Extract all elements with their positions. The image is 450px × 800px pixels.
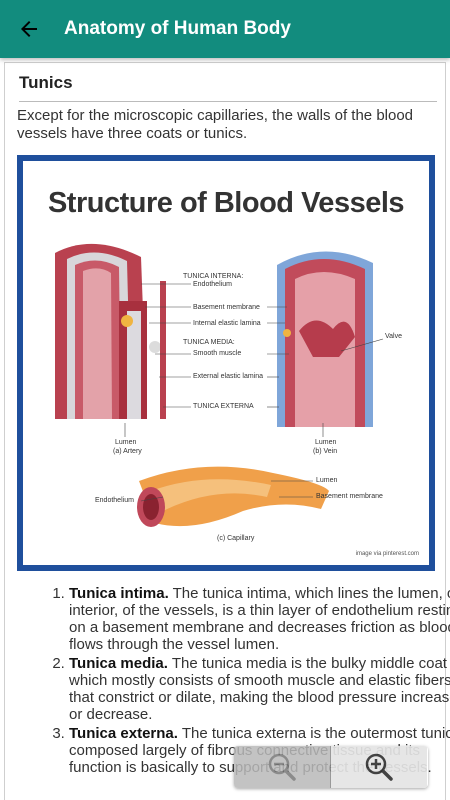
artery-drawing — [55, 243, 166, 419]
label-tunica-externa: TUNICA EXTERNA — [193, 403, 254, 410]
list-item-term: Tunica intima. — [69, 585, 169, 602]
label-smooth-muscle: Smooth muscle — [193, 350, 242, 357]
blood-vessels-figure: Structure of Blood Vessels — [17, 155, 435, 571]
capillary-drawing — [137, 466, 329, 527]
blood-vessel-illustration — [55, 243, 384, 527]
arrow-left-icon — [21, 21, 37, 37]
list-item-text: The tunica intima, which lines the lumen… — [69, 585, 450, 653]
list-item-term: Tunica externa. — [69, 725, 178, 742]
content-scroll[interactable]: Tunics Except for the microscopic capill… — [0, 58, 450, 800]
page-title: Anatomy of Human Body — [64, 18, 291, 39]
list-item-text: The tunica media is the bulky middle coa… — [69, 655, 450, 723]
figure-title: Structure of Blood Vessels — [47, 187, 405, 219]
zoom-controls — [234, 746, 428, 788]
intro-paragraph: Except for the microscopic capillaries, … — [17, 107, 414, 142]
label-endothelium: Endothelium — [193, 281, 232, 288]
list-item: Tunica intima. The tunica intima, which … — [69, 585, 450, 653]
label-external-elastic-lamina: External elastic lamina — [193, 373, 264, 380]
label-valve: Valve — [385, 333, 402, 340]
label-leader-lines — [124, 283, 384, 502]
figure-canvas: Structure of Blood Vessels — [23, 161, 429, 565]
list-item-term: Tunica media. — [69, 655, 168, 672]
label-lumen-capillary: Lumen — [316, 477, 338, 484]
label-basement-membrane: Basement membrane — [193, 304, 260, 311]
content-card: Tunics Except for the microscopic capill… — [4, 62, 450, 800]
label-artery: (a) Artery — [113, 448, 142, 455]
back-button[interactable] — [0, 0, 58, 58]
label-capillary: (c) Capillary — [217, 535, 255, 542]
label-lumen-vein: Lumen — [315, 439, 337, 446]
label-lumen-artery: Lumen — [115, 439, 137, 446]
label-vein: (b) Vein — [313, 448, 338, 455]
label-internal-elastic-lamina: Internal elastic lamina — [193, 320, 261, 327]
zoom-in-button[interactable] — [331, 746, 427, 788]
label-capillary-endothelium: Endothelium — [95, 497, 134, 504]
zoom-out-button[interactable] — [234, 746, 331, 788]
image-credit: image via pinterest.com — [355, 551, 419, 557]
zoom-out-icon — [268, 753, 296, 781]
label-tunica-interna: TUNICA INTERNA: — [183, 273, 244, 280]
section-title: Tunics — [19, 73, 73, 92]
list-item: Tunica media. The tunica media is the bu… — [69, 655, 450, 723]
label-capillary-basement: Basement membrane — [316, 493, 383, 500]
app-bar: Anatomy of Human Body — [0, 0, 450, 58]
label-tunica-media: TUNICA MEDIA: — [183, 339, 235, 346]
zoom-in-icon — [365, 753, 393, 781]
vein-drawing — [277, 251, 373, 427]
section-divider — [19, 101, 437, 102]
